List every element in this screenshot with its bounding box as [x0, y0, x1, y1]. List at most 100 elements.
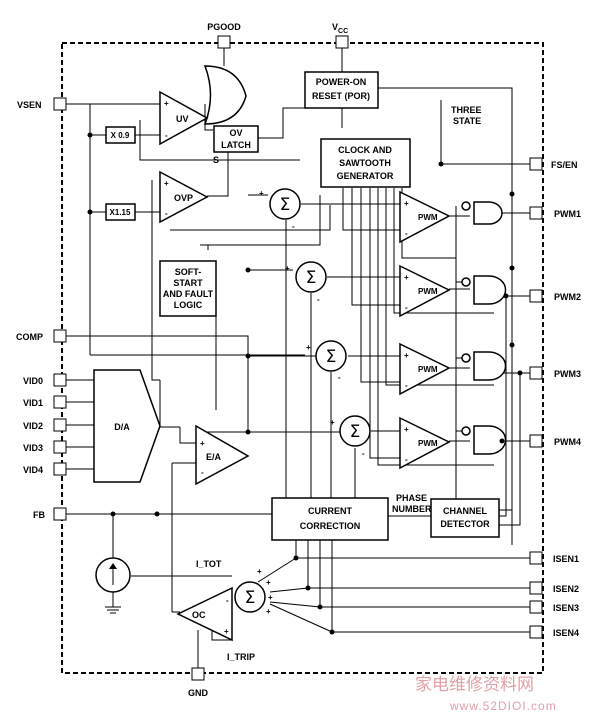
sum4-minus: - — [362, 449, 365, 458]
x09-block — [105, 126, 136, 144]
channel-label-1: CHANNEL — [443, 506, 488, 516]
comp-pin-label: COMP — [16, 332, 43, 342]
fb-pin — [53, 507, 67, 521]
sum-junction-2: Σ + - — [285, 261, 327, 304]
ovp-label: OVP — [174, 193, 193, 203]
pwm3-pin — [529, 366, 543, 380]
sum5-plus-1: + — [257, 567, 262, 576]
vid2-pin-label: VID2 — [23, 421, 43, 431]
por-label-1: POWER-ON — [316, 77, 367, 87]
soft-start-block — [159, 260, 217, 317]
da-converter — [93, 369, 161, 483]
current-label-2: CORRECTION — [300, 521, 361, 531]
pgood-pin — [217, 35, 231, 49]
vid4-pin-label: VID4 — [23, 465, 43, 475]
vid0-pin — [53, 373, 67, 387]
soft-label-4: LOGIC — [174, 300, 203, 310]
isen3-pin-label: ISEN3 — [553, 603, 579, 613]
pgood-pin-label: PGOOD — [207, 22, 241, 32]
pwm3-comp-minus: - — [405, 381, 408, 390]
sum2-sigma: Σ — [306, 268, 317, 288]
pwm-comparator-1: PWM + - — [399, 190, 451, 244]
pwm4-comp-label: PWM — [418, 439, 438, 448]
sum5-sigma: Σ — [245, 588, 256, 608]
ov-latch-label-2: LATCH — [221, 140, 251, 150]
vcc-pin-label: VCC — [332, 22, 348, 35]
vid1-pin — [53, 395, 67, 409]
isen3-pin — [529, 600, 543, 614]
fs-en-pin-label: FS/EN — [551, 160, 578, 170]
pwm4-comp-plus: + — [404, 425, 409, 434]
sum-junction-current: Σ + + + + — [234, 567, 273, 616]
chip-boundary — [61, 42, 544, 674]
clock-block — [320, 138, 411, 188]
ea-minus: - — [201, 468, 204, 477]
oc-minus: - — [226, 596, 229, 605]
isen1-pin — [529, 551, 543, 565]
and-gate-1 — [461, 201, 503, 225]
and-gate-4 — [461, 425, 507, 455]
pwm-comparator-3: PWM + - — [399, 342, 451, 396]
pwm2-pin — [529, 289, 543, 303]
uv-plus: + — [164, 99, 169, 108]
sum3-minus: - — [338, 373, 341, 382]
pwm3-pin-label: PWM3 — [554, 369, 581, 379]
pwm2-pin-label: PWM2 — [554, 292, 581, 302]
i-tot-label: I_TOT — [196, 559, 222, 569]
and-gate-2 — [461, 275, 507, 305]
vid2-pin — [53, 418, 67, 432]
sum4-sigma: Σ — [350, 422, 361, 442]
pwm-comparator-4: PWM + - — [399, 416, 451, 470]
ovp-plus: + — [164, 179, 169, 188]
pwm1-comp-minus: - — [405, 229, 408, 238]
vcc-pin — [335, 35, 349, 49]
vid0-pin-label: VID0 — [23, 376, 43, 386]
vsen-pin-label: VSEN — [17, 100, 42, 110]
pins: PGOOD VCC VSEN COMP VID0 VID1 VID2 VID3 … — [16, 22, 581, 698]
current-label-1: CURRENT — [308, 506, 353, 516]
da-label: D/A — [114, 422, 130, 432]
junction-dots — [87, 132, 523, 635]
pwm2-comp-label: PWM — [418, 287, 438, 296]
uv-label: UV — [176, 114, 189, 124]
pwm4-comp-minus: - — [405, 455, 408, 464]
soft-label-1: SOFT- — [175, 267, 202, 277]
soft-label-2: START — [173, 278, 203, 288]
vsen-pin — [53, 97, 67, 111]
isen1-pin-label: ISEN1 — [553, 554, 579, 564]
pwm-comparator-2: PWM + - — [399, 264, 451, 318]
isen2-pin — [529, 581, 543, 595]
ovp-amplifier — [159, 170, 209, 224]
gnd-pin-label: GND — [188, 688, 209, 698]
phase-number-label-1: PHASE — [396, 493, 427, 503]
comp-pin — [53, 329, 67, 343]
sum1-minus: - — [292, 222, 295, 231]
ovp-minus: - — [165, 209, 168, 218]
watermark-chinese: 家电维修资料网 — [415, 675, 534, 695]
sum-junction-4: Σ + - — [330, 415, 371, 458]
channel-label-2: DETECTOR — [440, 519, 490, 529]
soft-label-3: AND FAULT — [163, 289, 214, 299]
pwm4-pin-label: PWM4 — [554, 437, 581, 447]
pgood-or-gate — [203, 65, 247, 125]
x115-label: X1.15 — [110, 208, 131, 217]
vid1-pin-label: VID1 — [23, 398, 43, 408]
sum5-plus-4: + — [266, 607, 271, 616]
oc-amplifier — [176, 586, 233, 642]
vcc-main: V — [332, 22, 338, 32]
latch-s-label: S — [213, 155, 219, 165]
sum5-plus-2: + — [266, 578, 271, 587]
vid-bus — [66, 379, 94, 470]
sum2-plus: + — [285, 264, 290, 273]
current-correction-block — [271, 497, 389, 541]
clock-label-2: SAWTOOTH — [339, 158, 391, 168]
x09-label: X 0.9 — [111, 131, 130, 140]
vcc-sub: CC — [338, 28, 348, 35]
pwm2-comp-minus: - — [405, 303, 408, 312]
pwm4-pin — [529, 434, 543, 448]
clock-label-1: CLOCK AND — [338, 145, 392, 155]
channel-detector-block — [430, 498, 500, 538]
sum3-sigma: Σ — [326, 347, 337, 367]
ea-plus: + — [200, 439, 205, 448]
sum4-plus: + — [330, 418, 335, 427]
